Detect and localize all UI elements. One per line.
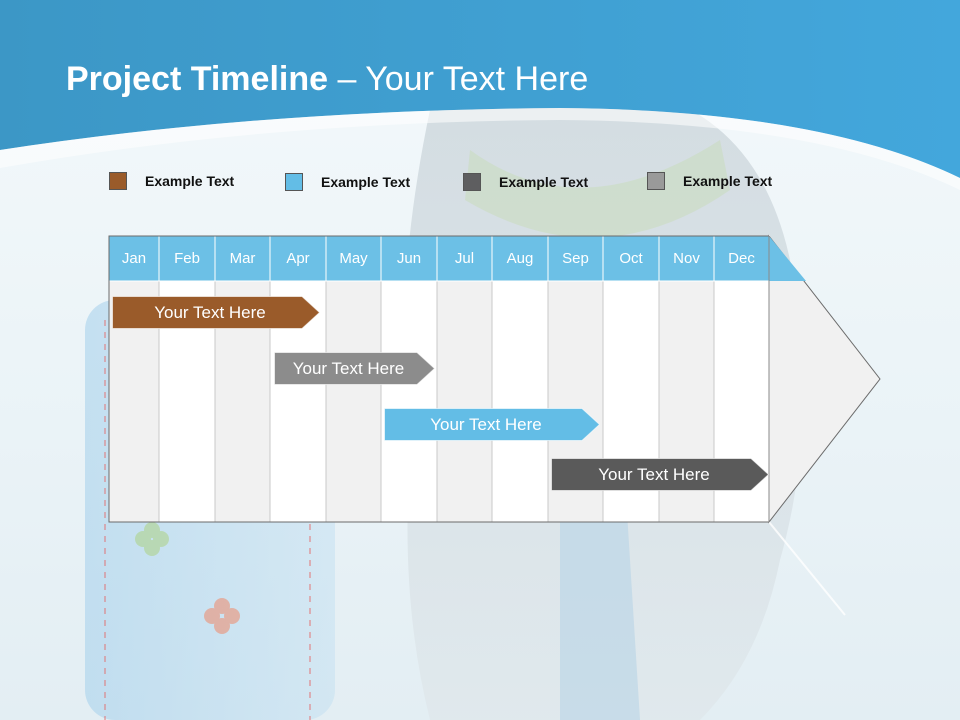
task-arrow-shape: [551, 458, 769, 491]
task-bar-3[interactable]: Your Text Here: [384, 408, 600, 441]
page-title: Project Timeline – Your Text Here: [66, 60, 589, 98]
legend-label: Example Text: [321, 174, 411, 190]
task-label: Your Text Here: [154, 303, 266, 322]
month-label-jul: Jul: [454, 250, 475, 267]
legend-swatch: [463, 173, 481, 191]
task-label: Your Text Here: [598, 465, 710, 484]
month-label-feb: Feb: [174, 250, 200, 267]
month-label-aug: Aug: [506, 250, 534, 267]
legend-label: Example Text: [683, 173, 773, 189]
legend-label: Example Text: [145, 173, 235, 189]
month-label-sep: Sep: [562, 250, 589, 267]
task-label: Your Text Here: [292, 359, 405, 378]
legend-swatch: [285, 173, 303, 191]
month-label-apr: Apr: [286, 250, 310, 267]
legend-swatch: [109, 172, 127, 190]
task-arrow-shape: [274, 352, 435, 385]
month-label-may: May: [339, 250, 368, 267]
legend-item-blue: Example Text: [285, 171, 410, 193]
task-arrow-shape: [112, 296, 320, 329]
legend-item-gray: Example Text: [647, 170, 772, 192]
legend-item-darkgray: Example Text: [463, 171, 588, 193]
month-label-oct: Oct: [619, 250, 643, 267]
month-label-jan: Jan: [121, 250, 147, 267]
month-label-dec: Dec: [728, 250, 755, 267]
legend-label: Example Text: [499, 174, 589, 190]
month-label-nov: Nov: [673, 250, 700, 267]
task-bar-2[interactable]: Your Text Here: [274, 352, 435, 385]
month-label-mar: Mar: [229, 250, 256, 267]
legend-item-brown: Example Text: [109, 170, 234, 192]
month-label-jun: Jun: [396, 250, 422, 267]
header-banner: [0, 0, 960, 190]
legend-swatch: [647, 172, 665, 190]
task-bar-1[interactable]: Your Text Here: [112, 296, 320, 329]
task-label: Your Text Here: [430, 415, 542, 434]
task-bar-4[interactable]: Your Text Here: [551, 458, 769, 491]
task-arrow-shape: [384, 408, 600, 441]
